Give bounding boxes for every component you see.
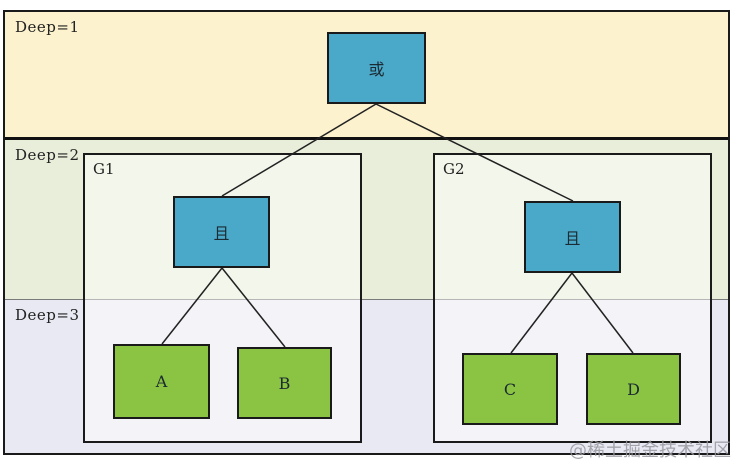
- band-deep2-label: Deep=2: [15, 146, 80, 164]
- band-deep3-label: Deep=3: [15, 306, 80, 324]
- watermark-text: @稀土掘金技术社区: [569, 440, 731, 461]
- node-leaf-c: C: [462, 353, 558, 425]
- node-and-gate-g1: 且: [173, 196, 270, 268]
- node-leaf-a: A: [113, 344, 210, 419]
- group-g1-label: G1: [93, 160, 115, 178]
- node-leaf-b: B: [237, 347, 332, 419]
- group-g2-label: G2: [443, 160, 465, 178]
- node-and-gate-g2: 且: [524, 201, 621, 273]
- node-or-gate: 或: [327, 32, 426, 104]
- band-deep1-label: Deep=1: [15, 18, 80, 36]
- node-leaf-d: D: [586, 353, 681, 425]
